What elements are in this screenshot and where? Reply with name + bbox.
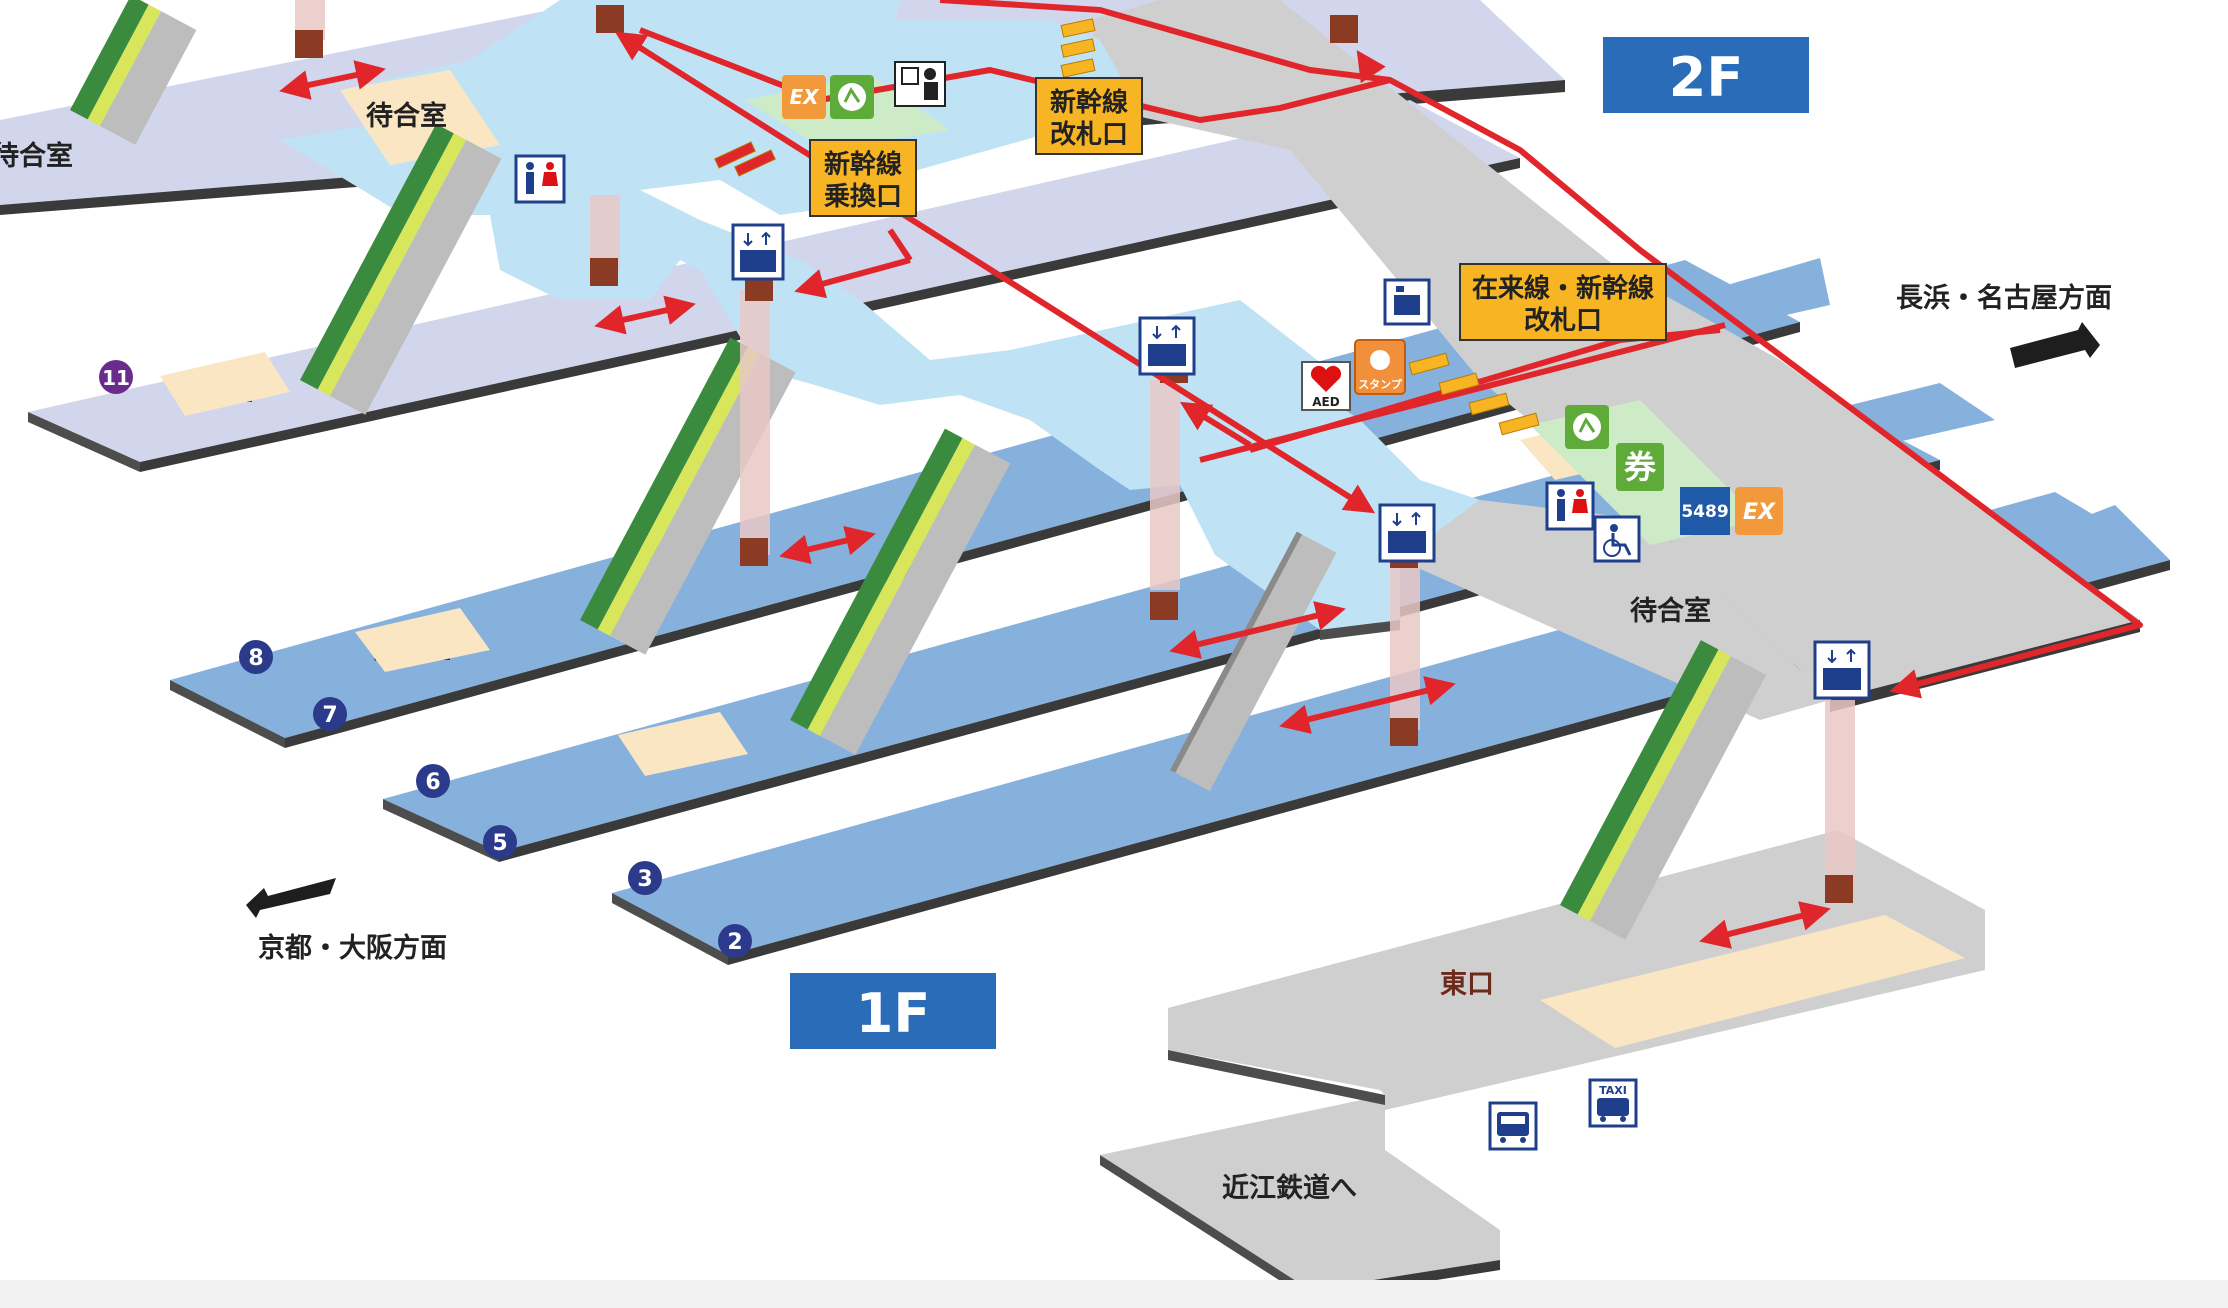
escalator-east-exit <box>1560 640 1767 940</box>
east-exit-label: 東口 <box>1440 969 1494 1000</box>
ticket-text: 券 <box>1624 448 1657 486</box>
waiting-room-label: 待合室 <box>366 100 447 132</box>
ex-icon: EX <box>1735 487 1783 535</box>
platform-6-number: 6 <box>425 770 440 795</box>
platform-8-number: 8 <box>248 646 263 671</box>
taxi-icon: TAXI <box>1588 1078 1638 1128</box>
platform-stub <box>1710 258 1830 330</box>
route-lines <box>614 0 2143 699</box>
platform-number-badge: 11 <box>99 360 133 394</box>
sign-shinkansen-transfer: 新幹線 乗換口 <box>809 139 917 217</box>
ex-text: EX <box>1743 500 1776 525</box>
platform-number-badge: 2 <box>718 924 752 958</box>
green-counter-icon <box>830 75 874 119</box>
sign-line2: 改札口 <box>1050 119 1128 150</box>
platform-7-number: 7 <box>322 703 337 728</box>
floor-badge-2f: 2F <box>1603 37 1809 113</box>
escalator <box>300 123 502 415</box>
platform-2-number: 2 <box>727 930 742 955</box>
waiting-room-label: 待合室 <box>1630 595 1711 627</box>
direction-east-label: 長浜・名古屋方面 <box>1896 282 2112 314</box>
restroom-icon <box>1545 481 1595 531</box>
direction-west-label: 京都・大阪方面 <box>258 932 447 964</box>
sign-line2: 乗換口 <box>824 182 902 212</box>
elevator-icon <box>731 223 785 281</box>
aed-text: AED <box>1312 395 1339 409</box>
footer-strip <box>0 1280 2228 1308</box>
restroom-icon <box>514 154 566 204</box>
ex-text: EX <box>789 85 820 109</box>
sign-line1: 在来線・新幹線 <box>1472 273 1654 304</box>
platform-11-number: 11 <box>102 366 130 390</box>
platform-number-badge: 6 <box>416 764 450 798</box>
sign-line1: 新幹線 <box>1050 87 1128 118</box>
floor-1f-label: 1F <box>856 982 930 1045</box>
floor-2f-label: 2F <box>1669 46 1743 109</box>
service-5489-text: 5489 <box>1681 502 1728 522</box>
elevator-icon <box>1813 640 1871 700</box>
arrow-left-icon <box>246 878 336 918</box>
wheelchair-icon <box>1593 515 1641 563</box>
sign-line1: 新幹線 <box>824 149 902 180</box>
info-counter-icon <box>894 61 946 107</box>
platform-3-number: 3 <box>637 867 652 892</box>
service-5489-icon: 5489 <box>1680 487 1730 535</box>
platform-number-badge: 5 <box>483 825 517 859</box>
direction-west: 京都・大阪方面 <box>246 878 447 964</box>
waiting-room-label: 待合室 <box>0 140 73 172</box>
platform-stub <box>2050 505 2170 575</box>
stamp-text: スタンプ <box>1358 377 1403 391</box>
platform-number-badge: 7 <box>313 697 347 731</box>
green-counter-icon <box>1565 405 1609 449</box>
direction-east: 長浜・名古屋方面 <box>1896 282 2112 368</box>
platform-number-badge: 8 <box>239 640 273 674</box>
platform-number-badge: 3 <box>628 861 662 895</box>
locker-icon <box>1383 278 1431 326</box>
sign-conventional-shinkansen-gate: 在来線・新幹線 改札口 <box>1459 263 1667 341</box>
floor-badge-1f: 1F <box>790 973 996 1049</box>
gate-barriers <box>714 18 1540 436</box>
elevator-icon <box>1138 316 1196 376</box>
ticket-icon: 券 <box>1616 443 1664 491</box>
sign-line2: 改札口 <box>1524 305 1602 336</box>
sign-shinkansen-gate: 新幹線 改札口 <box>1035 77 1143 155</box>
arrow-right-icon <box>2010 322 2100 368</box>
bus-icon <box>1488 1101 1538 1151</box>
elevator-icon <box>1378 503 1436 563</box>
elevator-arrows <box>279 60 1831 949</box>
platform-5-number: 5 <box>492 831 507 856</box>
taxi-text: TAXI <box>1599 1084 1627 1097</box>
ohmi-railway-label: 近江鉄道へ <box>1222 1172 1357 1204</box>
escalator <box>70 0 197 145</box>
ex-icon: EX <box>782 75 826 119</box>
waiting-room-boxes-1f <box>160 352 748 776</box>
aed-icon: AED <box>1301 361 1351 411</box>
stamp-icon: スタンプ <box>1354 339 1406 395</box>
